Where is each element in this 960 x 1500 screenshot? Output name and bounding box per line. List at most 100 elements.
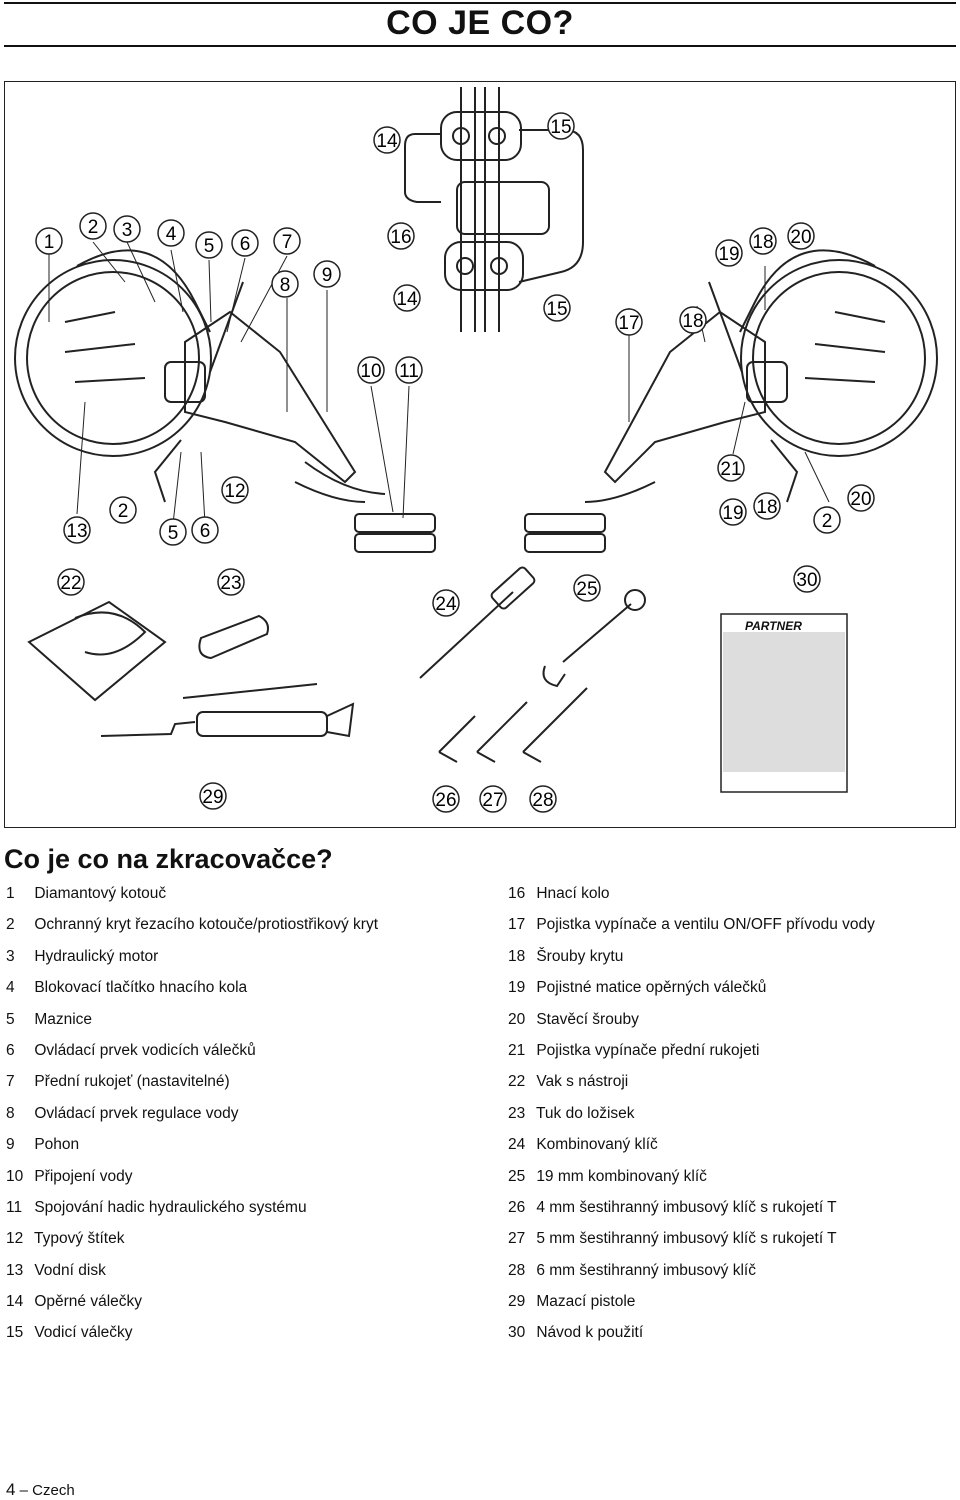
list-item: 7 Přední rukojeť (nastavitelné) [6,1073,230,1091]
callout-6b: 6 [191,516,219,544]
callout-22: 22 [57,568,85,596]
list-item: 17 Pojistka vypínače a ventilu ON/OFF př… [508,916,875,934]
header-bottom-rule [4,45,956,47]
callout-3: 3 [113,215,141,243]
illustration-svg: PARTNER 1 2 3 4 5 6 7 8 9 10 11 12 13 2 … [14,87,938,813]
callout-5: 5 [195,231,223,259]
grease-gun-drawing [100,683,355,738]
svg-text:19: 19 [718,244,739,265]
svg-text:2: 2 [118,501,129,522]
svg-text:7: 7 [282,232,293,253]
svg-text:20: 20 [790,227,811,248]
parts-list-right: 16 Hnací kolo 17 Pojistka vypínače a ven… [508,882,958,1353]
callout-19: 19 [715,239,743,267]
list-item: 14 Opěrné válečky [6,1293,143,1311]
right-saw-drawing [524,249,938,553]
svg-text:6: 6 [240,234,251,255]
callout-24: 24 [432,589,460,617]
svg-text:14: 14 [376,131,398,152]
svg-text:17: 17 [618,313,639,334]
svg-text:2: 2 [822,511,833,532]
svg-text:19: 19 [722,503,743,524]
list-item: 29 Mazací pistole [508,1293,636,1311]
callout-17: 17 [615,308,643,336]
svg-text:11: 11 [399,361,419,382]
svg-text:16: 16 [390,227,411,248]
callout-20b: 20 [847,484,875,512]
svg-text:22: 22 [60,573,81,594]
list-item: 18 Šrouby krytu [508,947,624,965]
footer-language: Czech [32,1482,75,1499]
svg-text:14: 14 [396,289,418,310]
callout-29: 29 [199,782,227,810]
callout-18c: 18 [753,492,781,520]
list-item: 12 Typový štítek [6,1230,125,1248]
hex-keys-drawing [438,687,588,763]
callout-16: 16 [387,222,415,250]
callout-21: 21 [717,454,745,482]
svg-text:15: 15 [550,117,571,138]
callout-15b: 15 [543,294,571,322]
svg-text:27: 27 [482,790,503,811]
svg-text:1: 1 [44,232,55,253]
tool-bag-drawing [27,600,167,702]
svg-text:25: 25 [576,579,597,600]
svg-text:18: 18 [752,232,773,253]
callout-11: 11 [395,356,423,384]
list-item: 27 5 mm šestihranný imbusový klíč s ruko… [508,1230,837,1248]
callout-19b: 19 [719,498,747,526]
page-title: CO JE CO? [386,4,574,42]
list-item: 23 Tuk do ložisek [508,1104,635,1122]
svg-text:8: 8 [280,275,291,296]
callout-6: 6 [231,229,259,257]
footer-dash: – [19,1482,28,1499]
callout-13: 13 [63,516,91,544]
callout-18: 18 [679,306,707,334]
callout-2c: 2 [813,506,841,534]
page-number: 4 [6,1480,16,1499]
page-header: CO JE CO? [0,0,960,48]
callout-10: 10 [357,356,385,384]
list-item: 25 19 mm kombinovaný klíč [508,1167,707,1185]
svg-text:15: 15 [546,299,567,320]
list-item: 4 Blokovací tlačítko hnacího kola [6,979,248,997]
list-item: 3 Hydraulický motor [6,947,159,965]
svg-text:10: 10 [360,361,381,382]
callout-23: 23 [217,568,245,596]
list-item: 5 Maznice [6,1010,93,1028]
parts-list-left: 1 Diamantový kotouč 2 Ochranný kryt řeza… [6,882,476,1353]
callout-5b: 5 [159,518,187,546]
callout-25: 25 [573,574,601,602]
callout-27: 27 [479,785,507,813]
header-top-rule [4,2,956,4]
callout-14b: 14 [393,284,421,312]
wrench-19mm-drawing [542,589,646,688]
list-item: 21 Pojistka vypínače přední rukojeti [508,1041,760,1059]
svg-text:4: 4 [166,224,177,245]
callout-1: 1 [35,227,63,255]
section-title: Co je co na zkracovačce? [4,844,333,874]
list-item: 24 Kombinovaný klíč [508,1136,658,1154]
list-item: 1 Diamantový kotouč [6,885,167,902]
svg-text:23: 23 [220,573,241,594]
list-item: 11 Spojování hadic hydraulického systému [6,1198,307,1216]
callout-28: 28 [529,785,557,813]
svg-text:26: 26 [435,790,456,811]
callout-4: 4 [157,219,185,247]
leader-lines [48,241,830,525]
callout-18b: 18 [749,227,777,255]
callout-30: 30 [793,565,821,593]
svg-text:21: 21 [720,459,741,480]
svg-text:9: 9 [322,265,333,286]
svg-text:29: 29 [202,787,223,808]
list-item: 13 Vodní disk [6,1261,106,1279]
callout-12: 12 [221,476,249,504]
svg-text:2: 2 [88,217,99,238]
list-item: 6 Ovládací prvek vodicích válečků [6,1041,256,1059]
list-item: 22 Vak s nástroji [508,1073,629,1091]
list-item: 8 Ovládací prvek regulace vody [6,1104,239,1122]
callout-14: 14 [373,126,401,154]
svg-text:30: 30 [796,570,817,591]
page-footer: 4 – Czech [6,1480,75,1500]
list-item: 15 Vodicí válečky [6,1324,133,1342]
